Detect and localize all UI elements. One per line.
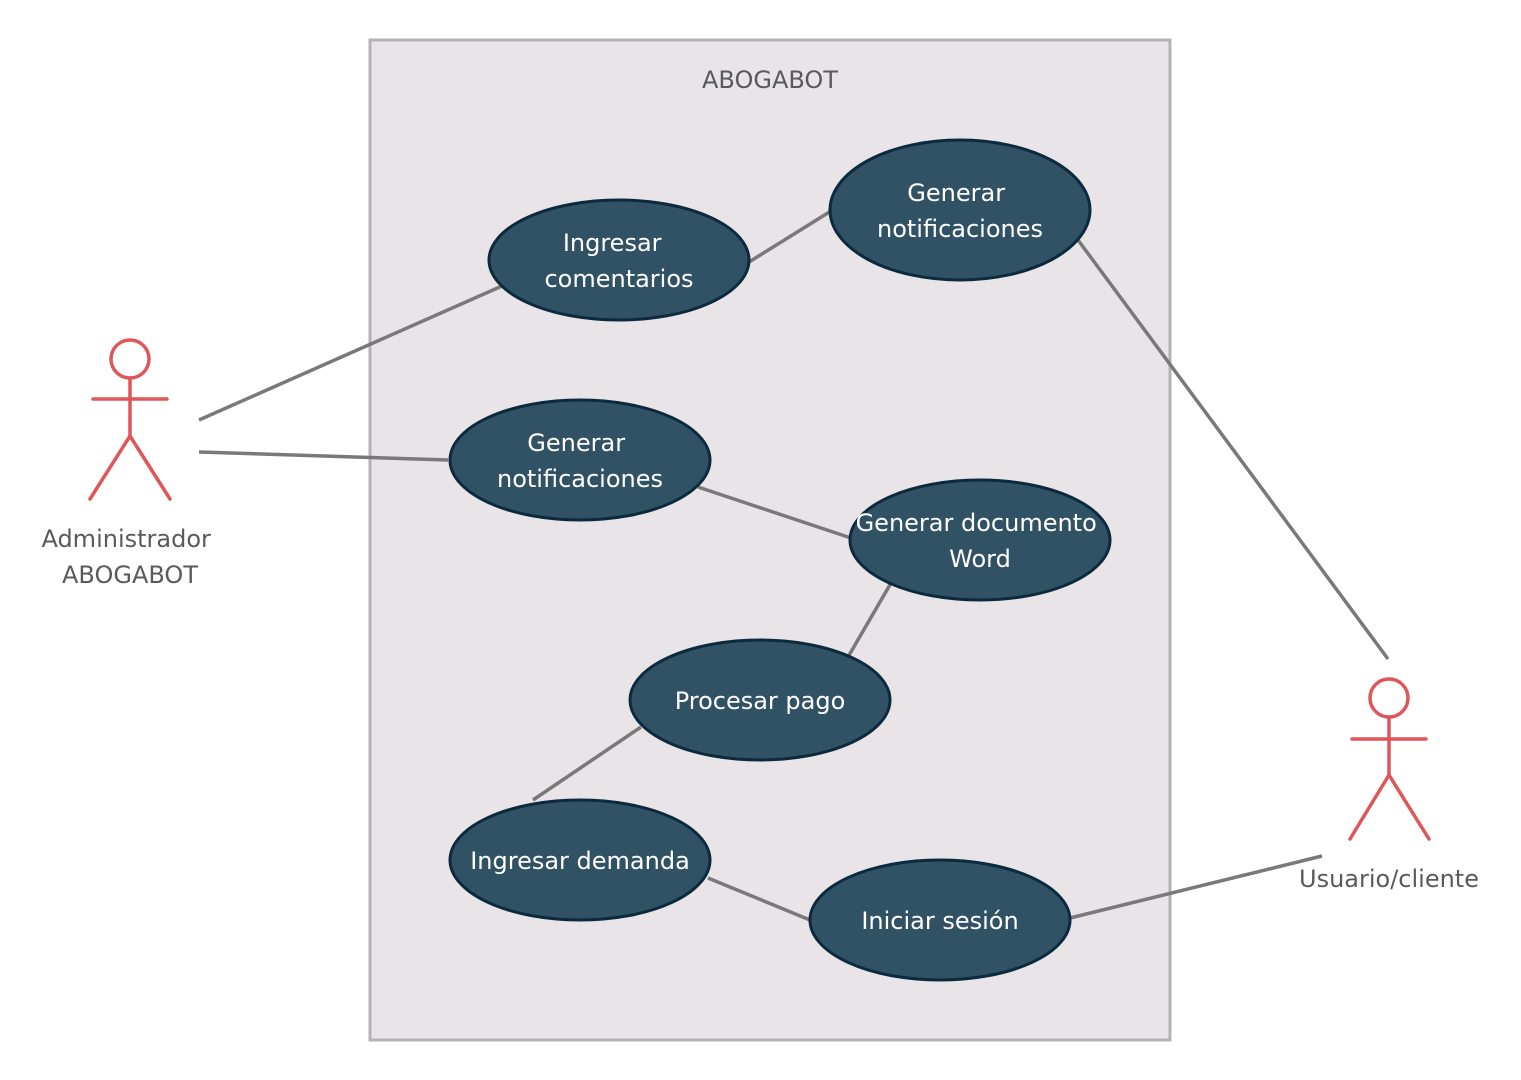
use-case-label: Iniciar sesión (861, 907, 1018, 935)
stick-figure-icon (1348, 677, 1431, 841)
use-case-label: notificaciones (497, 465, 663, 493)
use-case-generar-notificaciones-mid[interactable]: Generar notificaciones (448, 398, 712, 522)
use-case-label: Word (949, 545, 1011, 573)
svg-text:Ingresar comentarios: Ingresar comentarios (544, 229, 693, 293)
association-sesion-usuario (1069, 854, 1323, 920)
association-notificaciones-usuario (1076, 238, 1390, 661)
use-case-generar-notificaciones-top[interactable]: Generar notificaciones (828, 138, 1092, 282)
use-case-iniciar-sesion[interactable]: Iniciar sesión (808, 858, 1072, 982)
svg-text:Usuario/cliente: Usuario/cliente (1299, 865, 1479, 893)
association-admin-generar-notificaciones (198, 450, 449, 462)
association-comentarios-notificaciones (748, 209, 832, 264)
use-case-label: comentarios (544, 265, 693, 293)
svg-text:Generar documento Word: Generar documento Word (856, 509, 1105, 573)
use-case-ingresar-comentarios[interactable]: Ingresar comentarios (487, 198, 751, 322)
association-documento-pago (846, 582, 893, 658)
svg-text:Procesar pago: Procesar pago (675, 687, 846, 715)
association-admin-ingresar-comentarios (198, 284, 503, 422)
associations (198, 209, 1390, 922)
use-case-label: Generar documento (856, 509, 1097, 537)
association-demanda-sesion (707, 876, 811, 922)
association-notificaciones-documento (697, 485, 852, 540)
use-case-label: Ingresar (563, 229, 662, 257)
actor-administrador[interactable]: Administrador ABOGABOT (41, 338, 218, 589)
use-case-label: Generar (527, 429, 625, 457)
actor-label: ABOGABOT (62, 561, 198, 589)
actor-label: Administrador (41, 525, 211, 553)
svg-text:Administrador ABOGABOT: Administrador ABOGABOT (41, 525, 218, 589)
stick-figure-icon (88, 338, 172, 501)
actor-usuario-cliente[interactable]: Usuario/cliente (1299, 677, 1479, 893)
use-case-label: notificaciones (877, 215, 1043, 243)
actor-label: Usuario/cliente (1299, 865, 1479, 893)
association-pago-demanda (532, 725, 642, 802)
svg-text:Ingresar demanda: Ingresar demanda (470, 847, 690, 875)
svg-text:Iniciar sesión: Iniciar sesión (861, 907, 1018, 935)
use-case-procesar-pago[interactable]: Procesar pago (628, 638, 892, 762)
use-case-ingresar-demanda[interactable]: Ingresar demanda (448, 798, 712, 922)
use-case-label: Generar (907, 179, 1005, 207)
use-case-label: Procesar pago (675, 687, 846, 715)
use-case-generar-documento-word[interactable]: Generar documento Word (848, 478, 1112, 602)
svg-text:Generar notificaciones: Generar notificaciones (877, 179, 1043, 243)
system-title: ABOGABOT (702, 66, 838, 94)
use-case-label: Ingresar demanda (470, 847, 690, 875)
svg-text:Generar notificaciones: Generar notificaciones (497, 429, 663, 493)
